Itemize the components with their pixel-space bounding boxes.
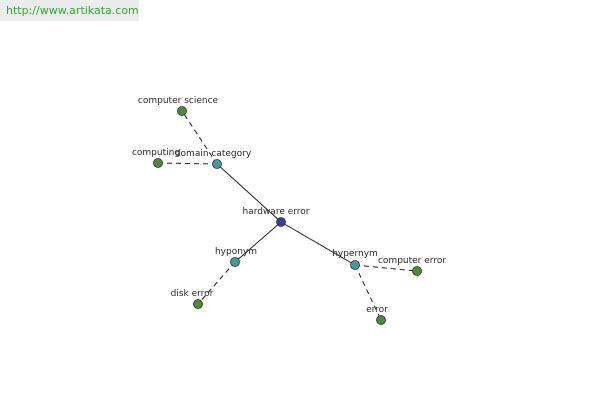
edge-domain-category-to-computer-science — [181, 110, 218, 165]
node-label-hypernym: hypernym — [332, 249, 378, 259]
node-hardware-error[interactable]: hardware error — [242, 207, 310, 227]
node-label-error: error — [366, 305, 388, 315]
node-dot-hyponym[interactable] — [230, 257, 240, 267]
node-disk-error[interactable]: disk error — [171, 289, 214, 309]
graph-nodes: hardware error domain category hyponym hype… — [132, 96, 446, 325]
node-label-hyponym: hyponym — [215, 247, 257, 257]
node-hyponym[interactable]: hyponym — [215, 247, 257, 267]
edge-hypernym-to-computer-error — [354, 264, 418, 272]
url-bar: http://www.artikata.com — [0, 0, 139, 21]
node-dot-error[interactable] — [376, 315, 386, 325]
node-dot-computer-error[interactable] — [412, 266, 422, 276]
edge-hyponym-to-disk-error — [197, 261, 236, 305]
node-dot-hypernym[interactable] — [350, 260, 360, 270]
node-hypernym[interactable]: hypernym — [332, 249, 378, 270]
edge-domain-category-to-computing — [157, 162, 218, 165]
node-computer-science[interactable]: computer science — [138, 96, 219, 116]
node-label-domain-category: domain category — [175, 149, 252, 159]
edge-hardware-error-to-hypernym — [280, 221, 356, 266]
edge-hypernym-to-error — [354, 264, 382, 321]
node-domain-category[interactable]: domain category — [175, 149, 252, 169]
node-dot-computer-science[interactable] — [177, 106, 187, 116]
edge-hardware-error-to-hyponym — [234, 221, 282, 263]
node-label-computing: computing — [132, 148, 180, 158]
node-dot-computing[interactable] — [153, 158, 163, 168]
node-label-hardware-error: hardware error — [242, 207, 309, 217]
node-computing[interactable]: computing — [132, 148, 180, 168]
edge-hardware-error-to-domain-category — [216, 163, 282, 223]
graph-edges — [157, 110, 418, 321]
node-dot-hardware-error[interactable] — [276, 217, 286, 227]
node-computer-error[interactable]: computer error — [378, 256, 446, 276]
node-dot-disk-error[interactable] — [193, 299, 203, 309]
node-dot-domain-category[interactable] — [212, 159, 222, 169]
node-label-computer-science: computer science — [138, 96, 219, 106]
node-error[interactable]: error — [366, 305, 388, 325]
node-label-disk-error: disk error — [171, 289, 214, 299]
node-label-computer-error: computer error — [378, 256, 446, 266]
site-url-link[interactable]: http://www.artikata.com — [6, 4, 139, 17]
